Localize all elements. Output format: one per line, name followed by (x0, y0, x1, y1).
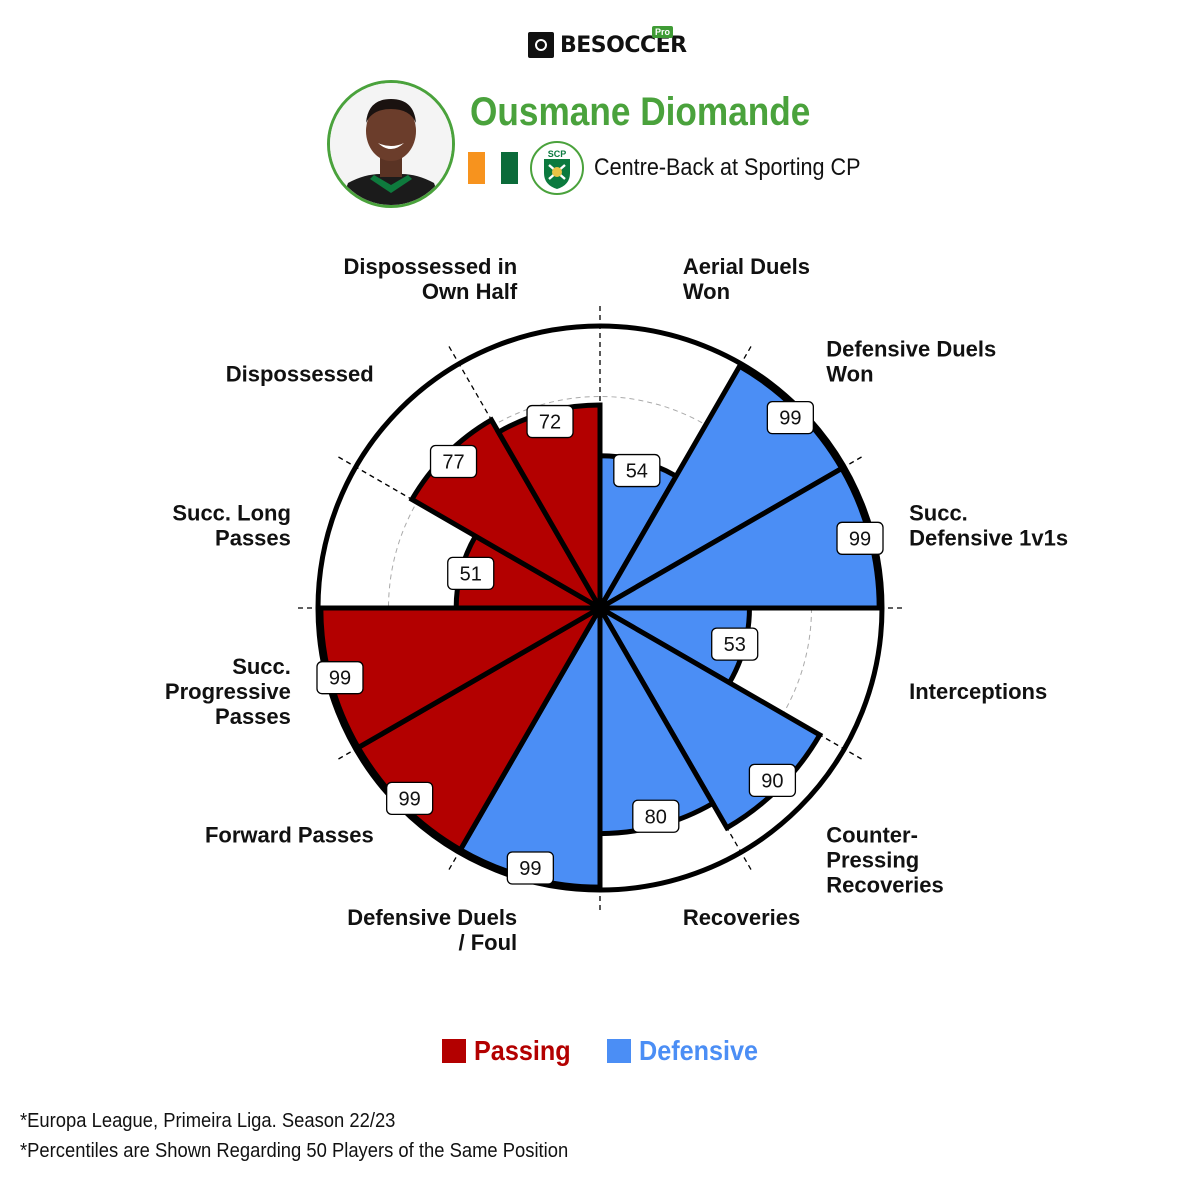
sporting-lion-icon: SCP (544, 149, 570, 189)
value-badge (526, 404, 574, 439)
legend-item-defensive: Defensive (607, 1034, 771, 1068)
value-badge (711, 627, 759, 661)
category-label: Recoveries (683, 905, 800, 930)
player-portrait-icon (330, 83, 452, 205)
category-label: Defensive Duels/ Foul (347, 905, 517, 955)
legend-swatch-defensive (607, 1039, 631, 1063)
sector-divider (447, 344, 601, 609)
legend-swatch-passing (442, 1039, 466, 1063)
value-badge (386, 781, 434, 815)
value-label: 80 (645, 806, 667, 828)
value-badge (429, 444, 478, 479)
sector-divider (336, 455, 601, 609)
footnote-competition: *Europa League, Primeira Liga. Season 22… (20, 1110, 396, 1132)
value-label: 99 (779, 408, 801, 430)
sporting-cp-crest: SCP (530, 141, 584, 195)
category-label: Succ.Defensive 1v1s (909, 501, 1068, 551)
legend-item-passing: Passing (442, 1034, 581, 1068)
player-avatar (327, 80, 455, 208)
value-label: 90 (761, 770, 783, 792)
value-label: 72 (539, 412, 561, 434)
value-label: 54 (626, 461, 648, 483)
category-label: Dispossessed (226, 362, 374, 387)
value-badge (613, 453, 661, 488)
value-label: 99 (329, 668, 351, 690)
radar-outer-ring (315, 323, 885, 893)
value-label: 53 (724, 634, 746, 656)
ivory-coast-flag-icon (468, 152, 518, 184)
value-badge (748, 763, 797, 798)
category-label: Interceptions (909, 679, 1047, 704)
value-label: 51 (460, 563, 482, 585)
legend-label-defensive: Defensive (639, 1035, 759, 1066)
value-badge (506, 851, 554, 885)
besoccer-logo: BESOCCER Pro (528, 26, 687, 60)
value-label: 99 (519, 858, 541, 880)
value-badge (766, 401, 814, 435)
value-badge (632, 799, 680, 833)
player-name: Ousmane Diomande (470, 90, 811, 134)
value-label: 99 (399, 788, 421, 810)
legend-label-passing: Passing (474, 1035, 571, 1066)
value-badge (316, 661, 364, 695)
value-label: 77 (442, 452, 464, 474)
footnote-percentiles: *Percentiles are Shown Regarding 50 Play… (20, 1140, 569, 1162)
svg-text:SCP: SCP (548, 149, 567, 159)
value-badge (836, 521, 884, 555)
player-role: Centre-Back at Sporting CP (594, 154, 861, 181)
brand-pro-badge: Pro (652, 26, 674, 38)
besoccer-logo-icon (528, 32, 554, 58)
value-label: 99 (849, 528, 871, 550)
category-label: Forward Passes (205, 822, 374, 847)
value-badge (447, 556, 495, 591)
radar-center (593, 601, 607, 615)
